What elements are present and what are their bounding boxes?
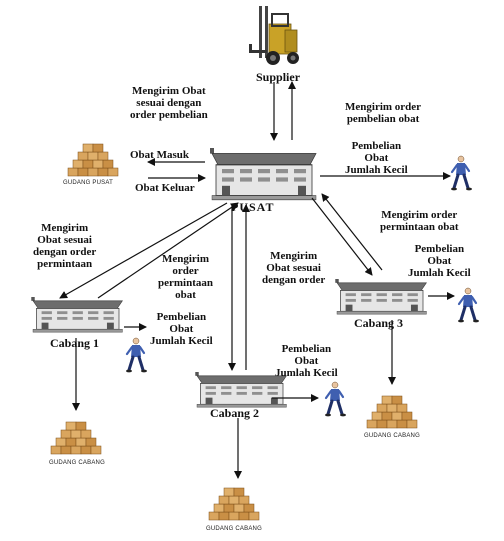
label-kirim-obat-cabang3: Mengirim Obat sesuai dengan order xyxy=(262,250,326,286)
cabang3-building-icon xyxy=(334,278,427,315)
node-cabang2-label: Cabang 2 xyxy=(210,406,260,420)
customer-cabang3-icon xyxy=(456,286,481,324)
customer-cabang2-icon xyxy=(323,380,348,418)
gudang-cabang2-label: GUDANG CABANG xyxy=(206,526,262,532)
label-order-permintaan-cabang2: Mengirim order permintaan obat xyxy=(158,253,213,301)
label-order-permintaan-cabang3: Mengirim order permintaan obat xyxy=(380,209,459,233)
label-pembelian-cabang2: Pembelian Obat Jumlah Kecil xyxy=(275,343,338,379)
arrow-cabang1-to-pusat xyxy=(97,202,239,299)
arrow-cabang3-to-pusat xyxy=(321,193,383,271)
gudang-cabang2-boxes-icon xyxy=(208,487,260,521)
customer-cabang1-icon xyxy=(124,336,149,374)
customer-pusat-icon xyxy=(449,154,474,192)
gudang-cabang3-boxes-icon xyxy=(366,395,418,429)
cabang1-building-icon xyxy=(30,296,123,333)
label-pembelian-cabang3: Pembelian Obat Jumlah Kecil xyxy=(408,243,471,279)
gudang-pusat-label: GUDANG PUSAT xyxy=(63,180,113,186)
gudang-cabang3-label: GUDANG CABANG xyxy=(364,433,420,439)
label-obat-masuk: Obat Masuk xyxy=(130,149,189,161)
forklift-icon xyxy=(249,6,299,65)
gudang-cabang1-boxes-icon xyxy=(50,421,102,455)
cabang2-building-icon xyxy=(194,371,287,408)
label-kirim-order-supplier: Mengirim order pembelian obat xyxy=(345,101,422,125)
arrow-pusat-to-cabang1 xyxy=(59,202,228,299)
gudang-pusat-boxes-icon xyxy=(67,143,119,177)
gudang-cabang1-label: GUDANG CABANG xyxy=(49,460,105,466)
label-pembelian-pusat: Pembelian Obat Jumlah Kecil xyxy=(345,140,408,176)
node-cabang1-label: Cabang 1 xyxy=(50,336,100,350)
label-kirim-obat-pusat: Mengirim Obat sesuai dengan order pembel… xyxy=(130,85,208,121)
label-pembelian-cabang1: Pembelian Obat Jumlah Kecil xyxy=(150,311,213,347)
label-kirim-obat-cabang1: Mengirim Obat sesuai dengan order permin… xyxy=(33,222,97,270)
node-pusat-label: PUSAT xyxy=(231,200,275,214)
label-obat-keluar: Obat Keluar xyxy=(135,182,195,194)
pusat-building-icon xyxy=(209,147,317,201)
node-cabang3-label: Cabang 3 xyxy=(354,316,404,330)
arrow-pusat-to-cabang3 xyxy=(311,197,373,276)
node-supplier-label: Supplier xyxy=(256,70,301,84)
